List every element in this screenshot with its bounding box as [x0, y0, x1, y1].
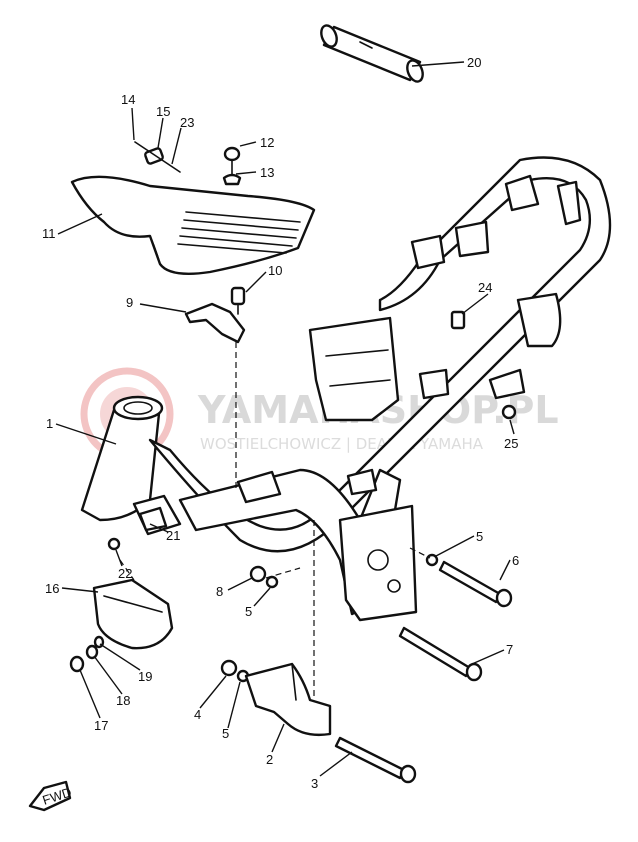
part-20-grip	[320, 24, 424, 83]
part-16-cover	[92, 578, 174, 650]
callout-16: 16	[45, 581, 59, 596]
callout-6: 6	[512, 553, 519, 568]
part-25-nut	[501, 404, 517, 420]
callout-17: 17	[94, 718, 108, 733]
callout-7: 7	[506, 642, 513, 657]
part-22-bolt	[107, 537, 121, 551]
callout-10: 10	[268, 263, 282, 278]
fwd-arrow-icon: FWD	[28, 780, 73, 812]
callout-22: 22	[118, 566, 132, 581]
callout-9: 9	[126, 295, 133, 310]
callout-12: 12	[260, 135, 274, 150]
part-1-frame	[80, 156, 612, 622]
callout-14: 14	[121, 92, 135, 107]
part-3-bolt	[334, 736, 417, 784]
callout-25: 25	[504, 436, 518, 451]
part-17-19-hardware	[69, 635, 105, 673]
callout-3: 3	[311, 776, 318, 791]
part-2-bracket	[244, 662, 332, 737]
callout-4: 4	[194, 707, 201, 722]
part-12-bolt	[222, 146, 242, 186]
assembly-lines	[119, 342, 431, 700]
callout-23: 23	[180, 115, 194, 130]
part-4-nut	[220, 659, 250, 683]
part-21-bracket	[138, 506, 168, 532]
callout-5-upper: 5	[476, 529, 483, 544]
part-7-bolt	[398, 626, 483, 682]
callout-11: 11	[42, 226, 56, 241]
callouts: 20 14 15 23 12 13 11 10 9 24 1 25 21 22 …	[42, 55, 519, 791]
part-8-nut	[249, 565, 279, 589]
callout-19: 19	[138, 669, 152, 684]
leader-lines	[55, 61, 515, 777]
part-24-clip	[450, 310, 466, 330]
callout-5-middle: 5	[245, 604, 252, 619]
callout-24: 24	[478, 280, 492, 295]
callout-8: 8	[216, 584, 223, 599]
callout-13: 13	[260, 165, 274, 180]
callout-21: 21	[166, 528, 180, 543]
part-9-bracket	[184, 286, 246, 344]
callout-5-lower: 5	[222, 726, 229, 741]
watermark-tagline: WOSTIELCHOWICZ | DEALER YAMAHA	[200, 435, 484, 453]
callout-18: 18	[116, 693, 130, 708]
callout-1: 1	[46, 416, 53, 431]
callout-20: 20	[467, 55, 481, 70]
part-11-seat	[70, 175, 316, 275]
part-6-bolt	[425, 553, 513, 608]
part-15-clip	[134, 141, 181, 173]
callout-2: 2	[266, 752, 273, 767]
callout-15: 15	[156, 104, 170, 119]
